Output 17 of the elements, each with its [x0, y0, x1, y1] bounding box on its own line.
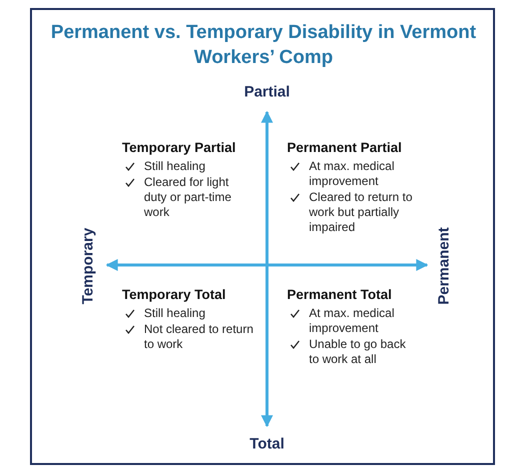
list-item: At max. medical improvement [309, 159, 396, 189]
axis-label: Partial [244, 84, 290, 100]
axis-label: Permanent [436, 227, 452, 305]
quadrant-heading: Temporary Partial [122, 140, 237, 155]
list-item: Unable to go back to work at all [309, 337, 407, 367]
list-item: Cleared to return to work but partially impaired [309, 190, 414, 235]
list-item: Still healing [144, 306, 206, 321]
list-item: At max. medical improvement [309, 306, 396, 336]
list-item: Still healing [144, 159, 206, 174]
axis-label: Temporary [80, 228, 96, 304]
title: Permanent vs. Temporary Disability in Vermont Workers’ Comp [50, 21, 478, 70]
quadrant-heading: Temporary Total [122, 287, 227, 302]
quadrant-heading: Permanent Total [287, 287, 393, 302]
quadrant-heading: Permanent Partial [287, 140, 403, 155]
axis-label: Total [250, 436, 284, 452]
list-item: Not cleared to return to work [144, 322, 254, 352]
list-item: Cleared for light duty or part-time work [144, 175, 232, 220]
